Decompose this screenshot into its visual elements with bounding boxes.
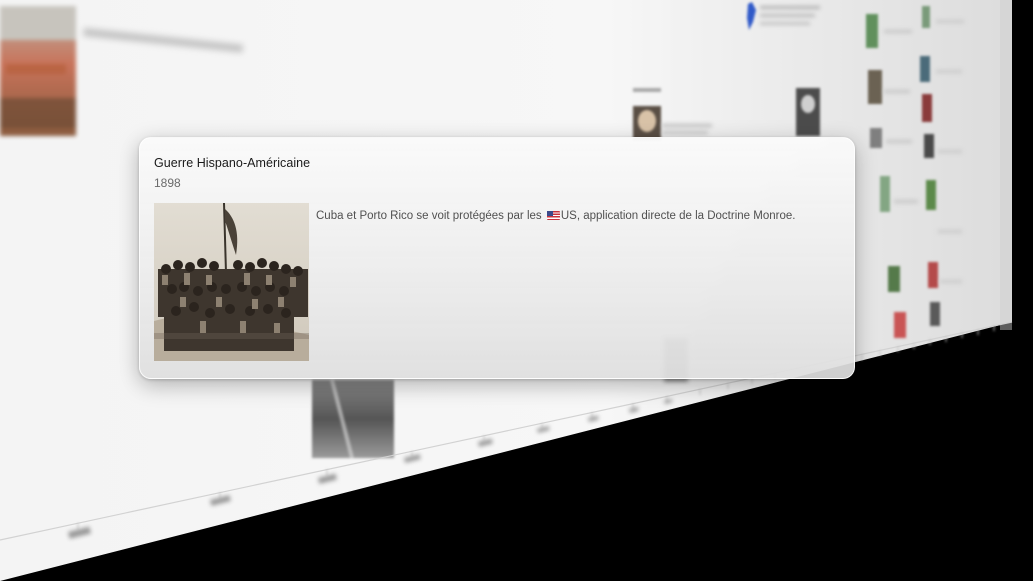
painting-label xyxy=(83,28,244,53)
event-title: Guerre Hispano-Américaine xyxy=(154,156,311,170)
us-flag-icon xyxy=(546,211,560,220)
portrait-caption xyxy=(662,124,712,134)
event-description: Cuba et Porto Rico se voit protégées par… xyxy=(316,210,795,222)
event-photo xyxy=(154,203,309,361)
timeline-ticks xyxy=(77,325,995,530)
portrait-thumbnail-2 xyxy=(796,88,820,136)
rough-riders-photo xyxy=(154,203,309,361)
event-description-text-after: US, application directe de la Doctrine M… xyxy=(560,210,796,222)
right-caption-column xyxy=(884,20,964,283)
event-detail-card[interactable]: Guerre Hispano-Américaine 1898 xyxy=(139,137,855,379)
right-thumbnail-column xyxy=(866,6,940,338)
event-year: 1898 xyxy=(154,176,181,190)
event-description-text-before: Cuba et Porto Rico se voit protégées par… xyxy=(316,210,545,222)
timeline-photo-bottom xyxy=(312,379,394,459)
painting-thumbnail xyxy=(0,6,76,136)
map-icon xyxy=(747,2,756,30)
timeline-tick-labels xyxy=(68,399,673,539)
map-caption xyxy=(760,6,820,25)
portrait-thumbnail-1 xyxy=(633,88,661,140)
